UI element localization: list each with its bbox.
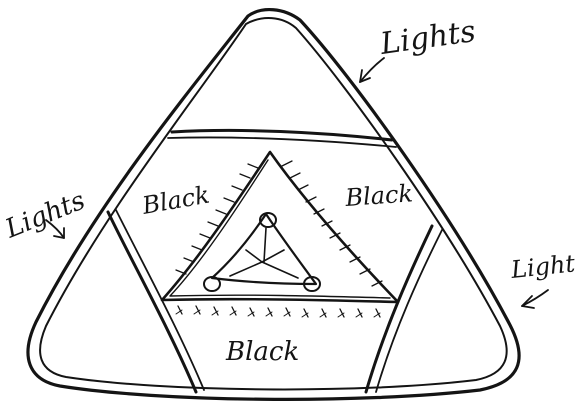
label-black-center-right: Black <box>343 179 413 212</box>
label-black-center-left: Black <box>139 181 211 220</box>
top-corner-divider <box>168 130 396 147</box>
label-lights-left: Lights <box>0 186 89 245</box>
label-lights-top-right: Lights <box>377 14 477 62</box>
label-black-center-bottom: Black <box>225 337 299 367</box>
label-light-right: Light <box>509 249 577 284</box>
arrow-right-icon <box>522 290 548 308</box>
arrow-top-right-icon <box>360 58 384 82</box>
right-corner-divider <box>366 226 442 392</box>
left-corner-divider <box>108 210 204 392</box>
inner-triangle <box>162 152 398 302</box>
